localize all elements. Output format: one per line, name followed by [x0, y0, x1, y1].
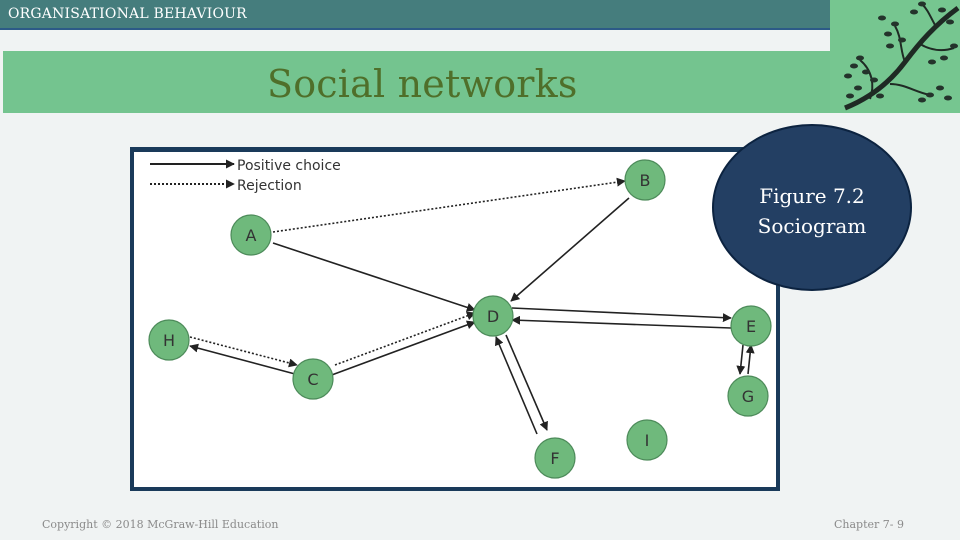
- course-title: ORGANISATIONAL BEHAVIOUR: [8, 6, 247, 22]
- node-label-h: H: [163, 331, 175, 350]
- title-band: [3, 51, 830, 113]
- node-b: B: [624, 159, 666, 201]
- node-f: F: [534, 437, 576, 479]
- edge-c-h-positive: [189, 343, 296, 375]
- edge-a-b-rejection: [272, 177, 626, 233]
- badge-title: Figure 7.2: [759, 184, 865, 208]
- legend-positive-label: Positive choice: [237, 158, 341, 174]
- edge-g-e-positive: [745, 344, 755, 375]
- tree-branch-icon: [830, 0, 960, 113]
- node-label-c: C: [307, 370, 318, 389]
- node-i: I: [626, 419, 668, 461]
- copyright-text: Copyright © 2018 McGraw-Hill Education: [42, 518, 279, 531]
- node-d: D: [472, 295, 514, 337]
- header-bar: ORGANISATIONAL BEHAVIOUR: [0, 0, 830, 30]
- edge-e-d-positive: [511, 315, 732, 329]
- node-label-i: I: [645, 431, 650, 450]
- node-label-a: A: [246, 226, 257, 245]
- edge-f-d-positive: [495, 336, 538, 435]
- node-label-f: F: [550, 449, 559, 468]
- sociogram-canvas: Positive choice Rejection: [134, 152, 776, 487]
- edge-d-f-positive: [505, 334, 548, 431]
- legend: Positive choice Rejection: [150, 158, 341, 194]
- edges: [189, 177, 755, 435]
- node-a: A: [230, 214, 272, 256]
- edge-c-d-rejection: [334, 311, 476, 366]
- node-g: G: [727, 375, 769, 417]
- figure-badge: Figure 7.2 Sociogram: [712, 124, 912, 291]
- node-c: C: [292, 358, 334, 400]
- sociogram-figure: Positive choice Rejection: [130, 147, 780, 491]
- slide-title: Social networks: [267, 62, 578, 106]
- edge-c-d-positive: [328, 320, 476, 377]
- edge-h-c-rejection: [189, 336, 298, 368]
- node-h: H: [148, 319, 190, 361]
- node-label-e: E: [746, 317, 756, 336]
- badge-subtitle: Sociogram: [757, 214, 867, 238]
- edge-a-d-positive: [272, 242, 476, 312]
- legend-rejection-label: Rejection: [237, 178, 302, 194]
- node-e: E: [730, 305, 772, 347]
- edge-d-e-positive: [511, 307, 732, 323]
- edge-e-g-positive: [736, 344, 746, 375]
- node-label-b: B: [640, 171, 651, 190]
- edge-b-d-positive: [510, 197, 630, 302]
- page-number: Chapter 7- 9: [834, 518, 904, 531]
- node-label-g: G: [742, 387, 754, 406]
- node-label-d: D: [487, 307, 499, 326]
